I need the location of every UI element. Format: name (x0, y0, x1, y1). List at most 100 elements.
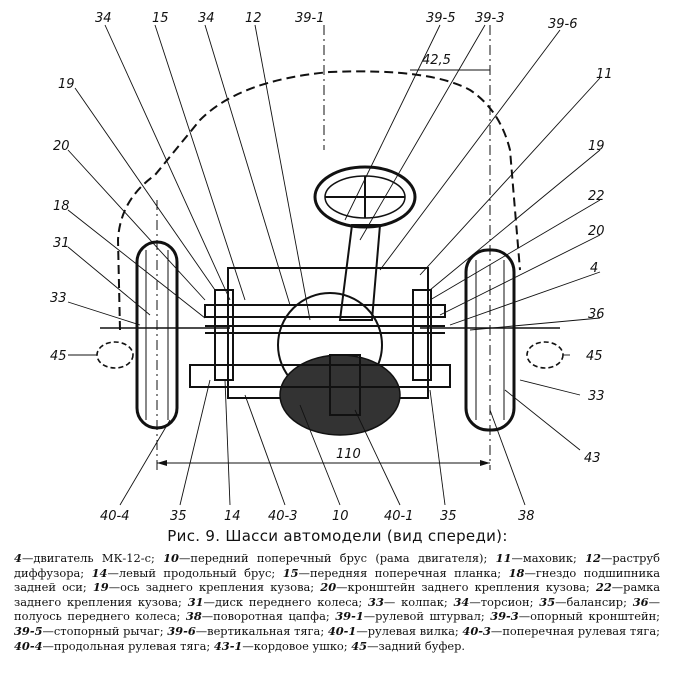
legend-item: 4—двигатель МК-12-с; (14, 551, 163, 565)
callout-left-3: 18 (53, 199, 70, 214)
callout-bottom-8: 38 (518, 509, 535, 520)
legend-item-number: 33 (368, 594, 384, 609)
legend-item-number: 38 (185, 609, 202, 624)
legend-item-number: 31 (187, 594, 204, 609)
front-beam (189, 364, 451, 388)
legend-item-number: 39-5 (14, 623, 43, 638)
legend-item: 45—задний буфер. (351, 639, 465, 653)
legend-item-text: —рулевая вилка; (356, 623, 463, 638)
legend-item-text: —маховик; (511, 551, 586, 565)
callout-right-8: 33 (588, 389, 605, 404)
legend-item: 22—рамка заднего крепления кузова; (14, 580, 660, 609)
callout-bottom-2: 35 (170, 509, 187, 520)
legend-item: 34—торсион; (454, 595, 540, 609)
legend-item-text: — колпак; (383, 594, 454, 609)
legend-item: 14—левый продольный брус; (92, 566, 283, 580)
legend-item: 40-1—рулевая вилка; (328, 624, 463, 638)
legend-item-number: 19 (92, 580, 109, 595)
legend-item-number: 39-3 (490, 609, 519, 624)
legend-item-text: —передняя поперечная планка; (298, 565, 509, 580)
legend-item-text: —гнездо подшипника задней оси; (14, 565, 661, 595)
legend-item-number: 18 (508, 565, 525, 580)
legend-item-number: 4 (14, 551, 22, 565)
diffuser (279, 354, 401, 436)
callout-bottom-3: 14 (224, 509, 241, 520)
callout-top-1: 34 (95, 11, 112, 26)
figure-legend: 4—двигатель МК-12-с; 10—передний попереч… (14, 551, 660, 653)
legend-item-text: —кордовое ушко; (242, 638, 352, 653)
callout-top-7: 39-3 (475, 11, 505, 26)
callout-right-2: 19 (588, 139, 605, 154)
callout-top-5: 39-1 (295, 11, 325, 26)
legend-item-text: —кронштейн заднего крепления кузова; (336, 580, 596, 595)
callout-top-3: 34 (198, 11, 215, 26)
front-plank (204, 304, 446, 318)
legend-item-text: —поперечная рулевая тяга; (490, 623, 660, 638)
callout-left-5: 33 (50, 291, 67, 306)
legend-item-text: —стопорный рычаг; (42, 623, 168, 638)
steering-column (338, 224, 382, 321)
legend-item-text: —двигатель МК-12-с; (21, 551, 164, 565)
chassis-diagram: 34 15 34 12 39-1 39-5 39-3 39-6 19 20 18… (50, 11, 613, 520)
dim-110-label: 110 (336, 447, 361, 462)
steering-fork (329, 354, 361, 416)
legend-item: 11—маховик; (496, 551, 585, 565)
legend-item-text: —левый продольный брус; (107, 565, 283, 580)
callout-right-7: 45 (586, 349, 603, 364)
steering-wheel (313, 165, 417, 229)
legend-item-number: 35 (539, 594, 556, 609)
legend-item-text: —поворотная цапфа; (201, 609, 336, 624)
legend-item-text: —рамка заднего крепления кузова; (14, 580, 661, 609)
callout-right-5: 4 (590, 261, 598, 276)
legend-item-number: 39-6 (167, 623, 196, 638)
legend-item-number: 22 (595, 580, 612, 595)
right-bumper (526, 341, 564, 369)
legend-item-number: 20 (320, 580, 337, 595)
legend-item: 35—балансир; (539, 595, 632, 609)
callout-bottom-6: 40-1 (384, 509, 414, 520)
callout-top-8: 39-6 (548, 17, 578, 32)
callout-left-1: 19 (58, 77, 75, 92)
left-wheel (135, 240, 179, 430)
legend-item-number: 34 (453, 594, 470, 609)
callout-top-2: 15 (152, 11, 169, 26)
callout-right-1: 11 (596, 67, 613, 82)
callout-top-6: 39-5 (426, 11, 456, 26)
figure-caption: Рис. 9. Шасси автомодели (вид спереди): (167, 527, 508, 545)
legend-item-text: —раструб диффузора; (14, 551, 660, 580)
callout-right-3: 22 (588, 189, 605, 204)
legend-item: 38—поворотная цапфа; (186, 609, 335, 623)
legend-item-number: 36 (632, 594, 649, 609)
legend-item-number: 15 (282, 565, 299, 580)
legend-item-number: 11 (495, 551, 512, 565)
legend-item-number: 10 (163, 551, 179, 565)
legend-item-text: —диск переднего колеса; (203, 594, 369, 609)
legend-item: 20—кронштейн заднего крепления кузова; (320, 580, 596, 594)
legend-item-text: —продольная рулевая тяга; (42, 638, 214, 653)
legend-item-number: 39-1 (335, 609, 364, 624)
body-outline (116, 70, 521, 331)
legend-item: 15—передняя поперечная планка; (283, 566, 509, 580)
legend-item-number: 12 (585, 551, 601, 565)
legend-item: 39-1—рулевой штурвал; (335, 609, 490, 623)
legend-item: 39-5—стопорный рычаг; (14, 624, 167, 638)
legend-item: 33— колпак; (368, 595, 453, 609)
callout-right-6: 36 (588, 307, 605, 322)
callout-bottom-1: 40-4 (100, 509, 130, 520)
legend-item: 12—раструб диффузора; (14, 551, 660, 580)
callout-left-6: 45 (50, 349, 67, 364)
legend-item-text: —вертикальная тяга; (195, 623, 328, 638)
legend-item-text: —опорный кронштейн; (518, 609, 661, 624)
legend-item-number: 40-3 (462, 623, 491, 638)
left-bumper (96, 341, 134, 369)
legend-item-text: —полуось переднего колеса; (14, 594, 660, 624)
callout-right-9: 43 (584, 451, 601, 466)
legend-item: 39-3—опорный кронштейн; (490, 609, 660, 623)
legend-item: 43-1—кордовое ушко; (214, 639, 351, 653)
legend-item: 19—ось заднего крепления кузова; (93, 580, 320, 594)
callout-bottom-4: 40-3 (268, 509, 298, 520)
legend-item: 31—диск переднего колеса; (188, 595, 368, 609)
legend-item-text: —рулевой штурвал; (363, 609, 491, 624)
legend-item-number: 45 (351, 638, 368, 653)
legend-item-text: —ось заднего крепления кузова; (108, 580, 321, 595)
